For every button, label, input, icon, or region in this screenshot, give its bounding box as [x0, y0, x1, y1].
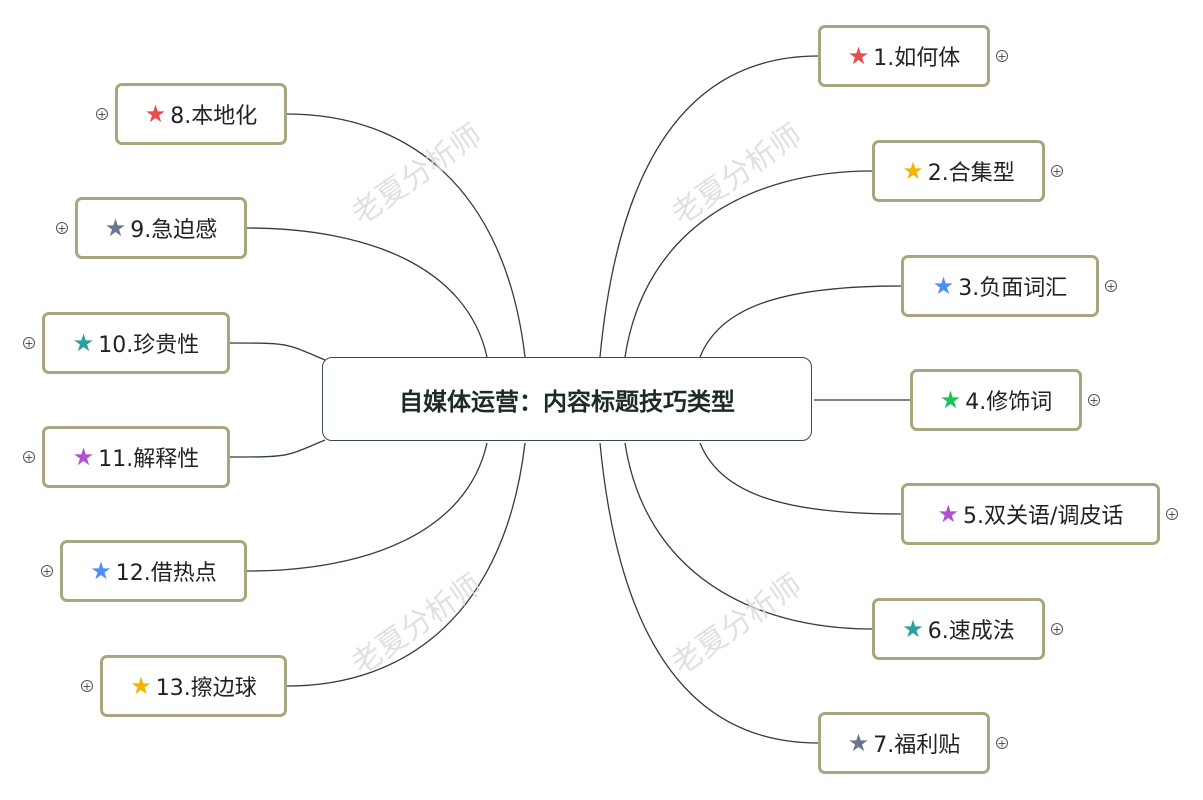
connector-line: [229, 439, 326, 458]
connector-line: [229, 342, 326, 361]
expand-icon[interactable]: +: [1051, 622, 1063, 636]
expand-icon[interactable]: +: [996, 49, 1008, 63]
connector-line: [599, 442, 819, 744]
connector-line: [699, 285, 902, 358]
connector-line: [699, 442, 902, 515]
expand-icon[interactable]: +: [56, 221, 68, 235]
topic-label: 9.急迫感: [130, 218, 218, 243]
star-icon: ★: [90, 557, 112, 585]
central-topic-label: 自媒体运营：内容标题技巧类型: [399, 387, 735, 416]
connector-line: [599, 55, 819, 358]
topic-label: 11.解释性: [98, 447, 200, 472]
expand-icon[interactable]: +: [1088, 393, 1100, 407]
star-icon: ★: [847, 42, 870, 70]
topic-node-5[interactable]: ★5.双关语/调皮话: [901, 483, 1160, 545]
expand-icon[interactable]: +: [23, 450, 35, 464]
topic-label: 4.修饰词: [965, 390, 1053, 415]
star-icon: ★: [902, 615, 924, 643]
connector-line: [246, 442, 488, 572]
topic-node-6[interactable]: ★6.速成法: [872, 598, 1045, 660]
topic-label: 5.双关语/调皮话: [963, 504, 1124, 529]
star-icon: ★: [939, 386, 962, 414]
connector-line: [286, 442, 526, 687]
expand-icon[interactable]: +: [996, 736, 1008, 750]
topic-node-9[interactable]: ★9.急迫感: [75, 197, 247, 259]
expand-icon[interactable]: +: [81, 679, 93, 693]
star-icon: ★: [130, 672, 152, 700]
star-icon: ★: [104, 214, 127, 242]
expand-icon[interactable]: +: [41, 564, 53, 578]
topic-node-13[interactable]: ★13.擦边球: [100, 655, 287, 717]
connector-line: [286, 113, 526, 358]
topic-node-10[interactable]: ★10.珍贵性: [42, 312, 230, 374]
expand-icon[interactable]: +: [1105, 279, 1117, 293]
topic-node-2[interactable]: ★2.合集型: [872, 140, 1045, 202]
topic-node-12[interactable]: ★12.借热点: [60, 540, 247, 602]
topic-node-3[interactable]: ★3.负面词汇: [901, 255, 1099, 317]
topic-label: 7.福利贴: [873, 733, 961, 758]
topic-node-8[interactable]: ★8.本地化: [115, 83, 287, 145]
star-icon: ★: [144, 100, 167, 128]
topic-node-7[interactable]: ★7.福利贴: [818, 712, 990, 774]
topic-label: 12.借热点: [115, 561, 217, 586]
topic-node-4[interactable]: ★4.修饰词: [910, 369, 1082, 431]
star-icon: ★: [902, 157, 924, 185]
expand-icon[interactable]: +: [23, 336, 35, 350]
topic-node-1[interactable]: ★1.如何体: [818, 25, 990, 87]
expand-icon[interactable]: +: [1166, 507, 1178, 521]
topic-label: 13.擦边球: [155, 676, 257, 701]
connector-line: [624, 170, 873, 358]
central-topic[interactable]: 自媒体运营：内容标题技巧类型: [322, 357, 812, 441]
topic-label: 1.如何体: [873, 46, 961, 71]
star-icon: ★: [932, 272, 955, 300]
topic-label: 3.负面词汇: [958, 276, 1068, 301]
topic-label: 2.合集型: [927, 161, 1015, 186]
expand-icon[interactable]: +: [96, 107, 108, 121]
star-icon: ★: [72, 329, 95, 357]
connector-line: [624, 442, 873, 630]
topic-label: 8.本地化: [170, 104, 258, 129]
topic-label: 10.珍贵性: [98, 333, 200, 358]
star-icon: ★: [72, 443, 95, 471]
star-icon: ★: [847, 729, 870, 757]
topic-node-11[interactable]: ★11.解释性: [42, 426, 230, 488]
topic-label: 6.速成法: [927, 619, 1015, 644]
expand-icon[interactable]: +: [1051, 164, 1063, 178]
connector-line: [246, 227, 488, 358]
star-icon: ★: [937, 500, 960, 528]
